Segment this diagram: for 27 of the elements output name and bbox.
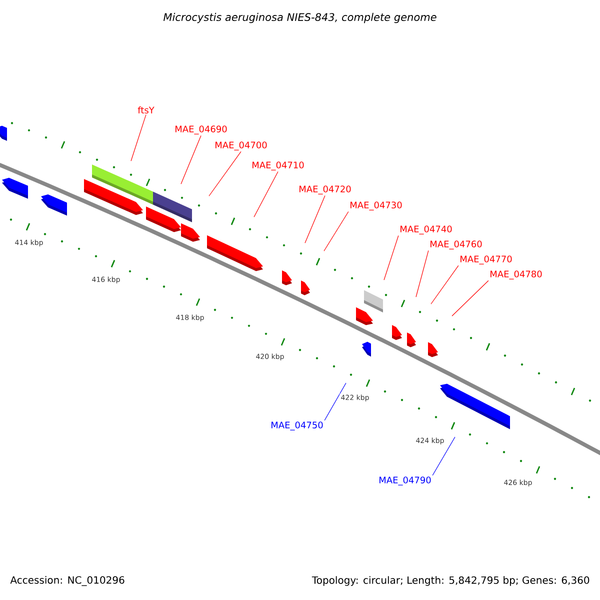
leader-line [430,265,459,304]
gene-label: ftsY [138,106,154,114]
title: Microcystis aeruginosa NIES-843, complete genome [164,12,436,24]
leader-line [254,171,278,218]
leader-line [324,211,349,252]
gene-label: MAE_04710 [252,162,304,170]
leader-line [180,135,202,184]
leader-line [324,382,346,421]
gene-label: MAE_04720 [300,186,351,194]
gene-label: MAE_04790 [380,476,431,486]
leader-line [208,151,242,196]
gene-label: MAE_04740 [400,226,452,234]
footer-text: Accession: NC_010296 [10,576,124,586]
gene-label: MAE_04780 [490,270,542,280]
leader-line [432,436,456,476]
gene-label: MAE_04700 [216,142,267,150]
gene-label: MAE_04750 [272,422,323,430]
gene-label: MAE_04690 [176,126,227,134]
gene-label: MAE_04770 [460,256,512,264]
gene-label: MAE_04730 [350,202,402,210]
leader-line [384,235,399,280]
leader-line [304,195,326,244]
leader-line [416,250,429,298]
gene-label: MAE_04760 [430,240,482,250]
leader-line [452,280,489,316]
footer-text: Topology: circular; Length: 5,842,795 bp; Genes: 6,360 [312,576,590,586]
leader-line [130,114,146,162]
